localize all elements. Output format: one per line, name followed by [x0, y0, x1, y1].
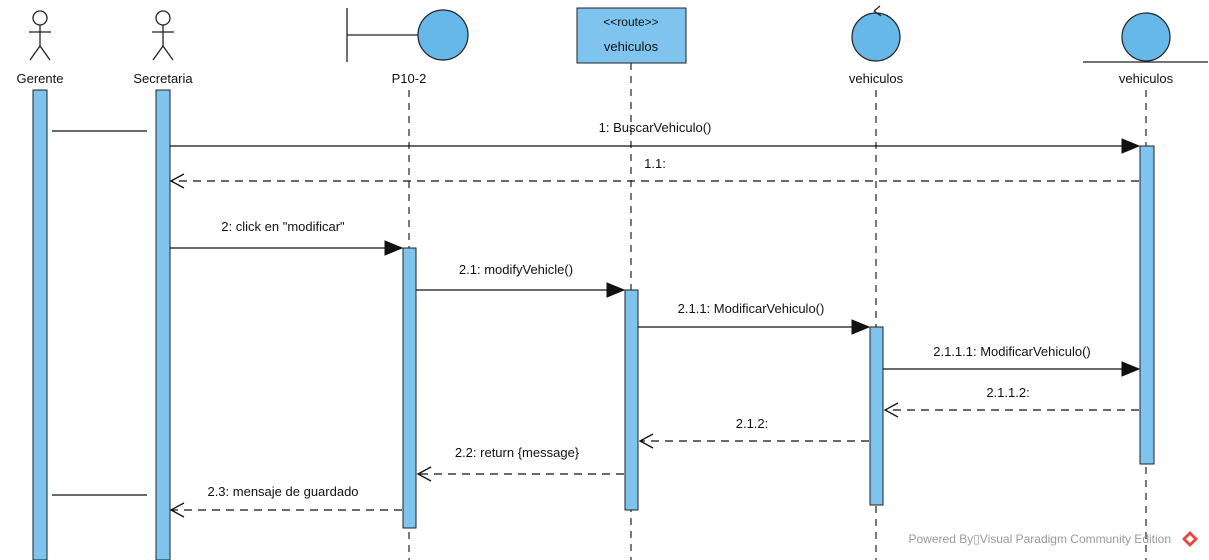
message-2-3[interactable]: 2.3: mensaje de guardado — [169, 484, 402, 518]
message-label: 1.1: — [644, 156, 666, 171]
message-2-1-1-2[interactable]: 2.1.1.2: — [883, 385, 1139, 418]
message-2-1-2[interactable]: 2.1.2: — [638, 416, 869, 449]
message-label: 2.1.1: ModificarVehiculo() — [678, 301, 825, 316]
message-label: 2.3: mensaje de guardado — [207, 484, 358, 499]
message-label: 2.1: modifyVehicle() — [459, 262, 573, 277]
activation-bar — [32, 89, 48, 560]
participant-label: vehiculos — [1119, 71, 1174, 86]
visual-paradigm-logo-icon — [1182, 531, 1198, 547]
arrowhead-open — [169, 502, 185, 518]
participant-label: P10-2 — [392, 71, 427, 86]
actor-icon — [29, 10, 51, 61]
message-2-1-1[interactable]: 2.1.1: ModificarVehiculo() — [638, 301, 871, 335]
participant-label: vehiculos — [604, 39, 659, 54]
message-2-1[interactable]: 2.1: modifyVehicle() — [416, 262, 626, 298]
message-label: 2: click en "modificar" — [221, 219, 345, 234]
boundary-icon — [346, 8, 469, 62]
message-1-1[interactable]: 1.1: — [169, 156, 1139, 189]
arrowhead-open — [638, 433, 654, 449]
activation-bar — [155, 89, 171, 560]
arrowhead-filled — [1121, 361, 1141, 377]
actor-icon — [152, 10, 174, 61]
participant-entity-vehiculos[interactable]: vehiculos — [1083, 12, 1208, 560]
message-label: 2.1.1.1: ModificarVehiculo() — [933, 344, 1091, 359]
control-icon — [851, 5, 901, 62]
arrowhead-filled — [851, 319, 871, 335]
activation-bar — [869, 326, 884, 506]
message-2[interactable]: 2: click en "modificar" — [170, 219, 404, 256]
route-stereotype: <<route>> — [603, 15, 658, 29]
message-label: 2.1.2: — [736, 416, 769, 431]
participant-label: vehiculos — [849, 71, 904, 86]
arrowhead-filled — [1121, 138, 1141, 154]
participant-secretaria[interactable]: Secretaria — [133, 10, 193, 560]
message-label: 1: BuscarVehiculo() — [599, 120, 712, 135]
activation-bar — [1139, 145, 1155, 465]
message-1[interactable]: 1: BuscarVehiculo() — [170, 120, 1141, 154]
message-label: 2.1.1.2: — [986, 385, 1029, 400]
arrowhead-open — [169, 173, 185, 189]
arrowhead-open — [416, 466, 432, 482]
arrowhead-filled — [606, 282, 626, 298]
participant-p10-2[interactable]: P10-2 — [346, 8, 469, 560]
message-2-2[interactable]: 2.2: return {message} — [416, 445, 624, 482]
activation-bar — [624, 289, 639, 511]
powered-by-footer: Powered By▯Visual Paradigm Community Edi… — [908, 532, 1172, 546]
participant-label: Secretaria — [133, 71, 193, 86]
message-label: 2.2: return {message} — [455, 445, 580, 460]
entity-icon — [1083, 12, 1208, 63]
route-box — [576, 7, 687, 64]
arrowhead-filled — [384, 240, 404, 256]
message-2-1-1-1[interactable]: 2.1.1.1: ModificarVehiculo() — [883, 344, 1141, 377]
participant-gerente[interactable]: Gerente — [17, 10, 64, 560]
participant-control-vehiculos[interactable]: vehiculos — [849, 5, 904, 560]
activation-bar — [402, 247, 417, 529]
participant-route-vehiculos[interactable]: <<route>> vehiculos — [576, 7, 687, 560]
participant-label: Gerente — [17, 71, 64, 86]
arrowhead-open — [883, 402, 899, 418]
